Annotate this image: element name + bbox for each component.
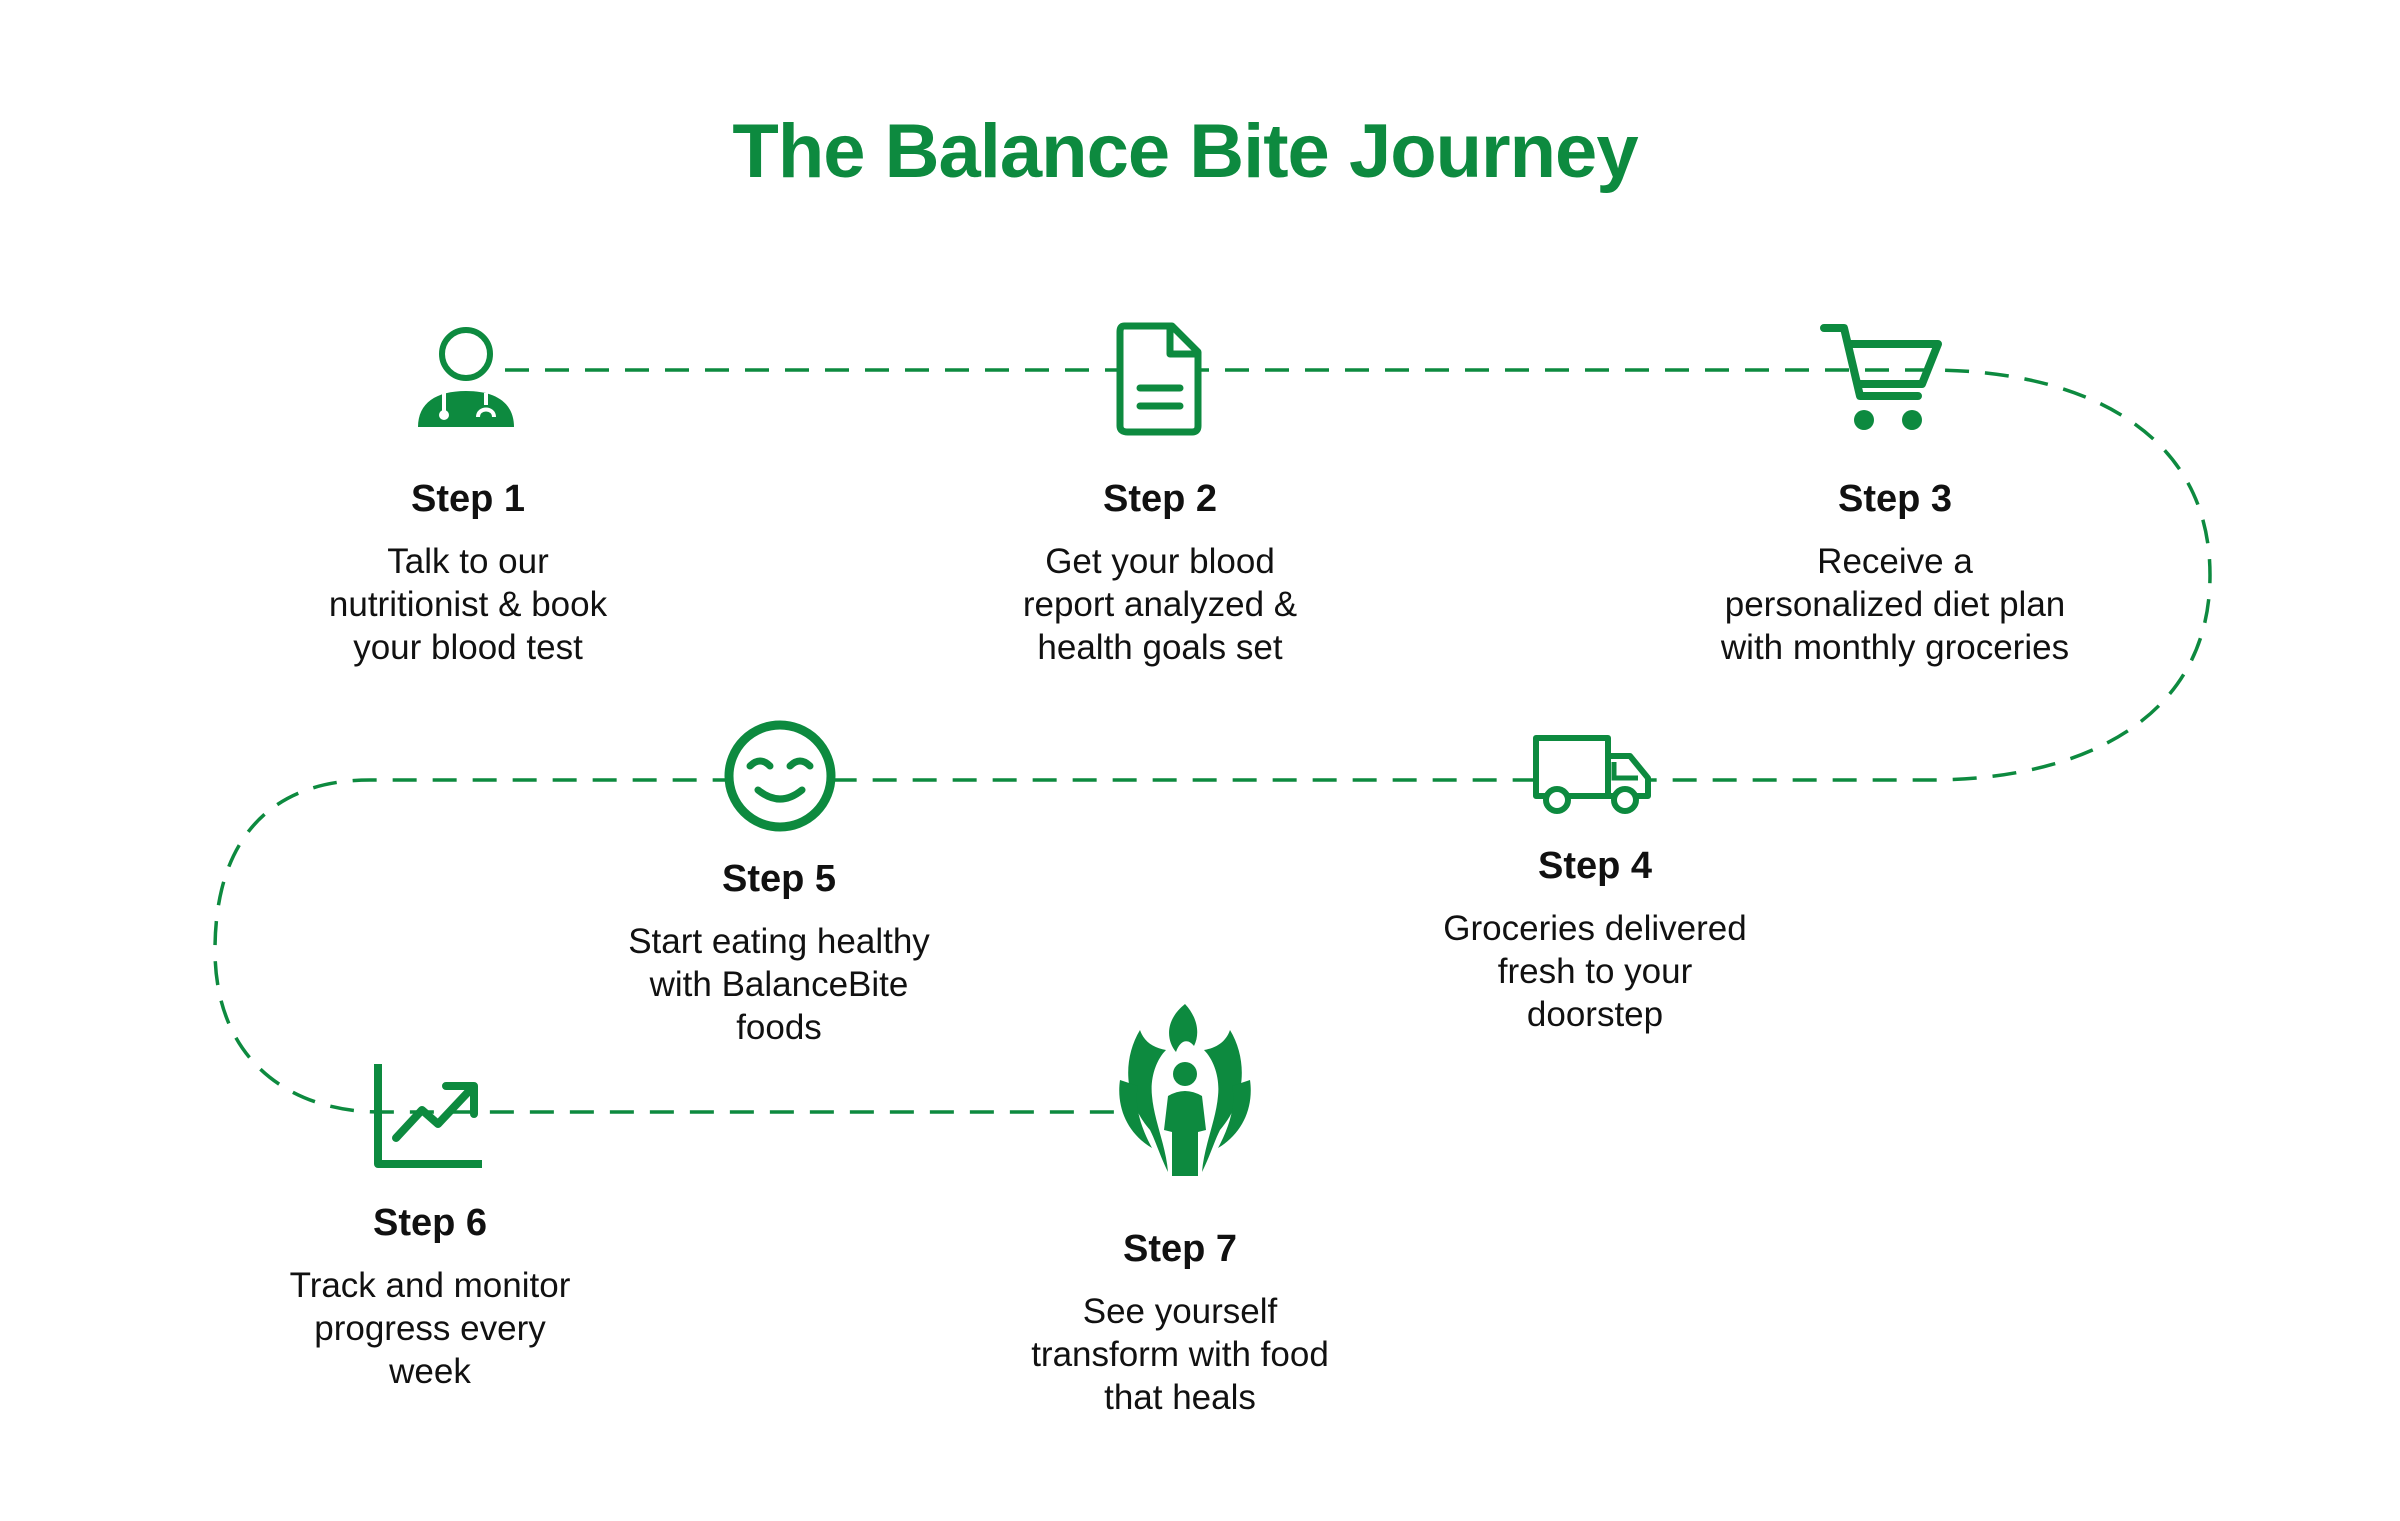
doctor-icon bbox=[418, 327, 514, 427]
document-icon bbox=[1116, 322, 1202, 436]
page-title: The Balance Bite Journey bbox=[732, 109, 1638, 194]
step-title: Step 5 bbox=[721, 858, 837, 900]
step-line: Track and monitor bbox=[289, 1266, 571, 1305]
delivery-truck-icon bbox=[1533, 735, 1651, 814]
step-line: transform with food bbox=[1031, 1335, 1329, 1374]
step-line: report analyzed & bbox=[1022, 585, 1298, 624]
step-7: Step 7 See yourself transform with food … bbox=[930, 1226, 1430, 1419]
progress-chart-icon bbox=[374, 1064, 482, 1168]
step-description: Receive a personalized diet plan with mo… bbox=[1645, 540, 2145, 669]
step-6: Step 6 Track and monitor progress every … bbox=[180, 1200, 680, 1393]
step-line: doorstep bbox=[1526, 995, 1664, 1034]
step-line: Talk to our bbox=[387, 542, 549, 581]
step-line: week bbox=[389, 1352, 471, 1391]
step-1: Step 1 Talk to our nutritionist & book y… bbox=[218, 476, 718, 669]
step-line: that heals bbox=[1104, 1378, 1256, 1417]
step-line: Groceries delivered bbox=[1443, 909, 1747, 948]
step-title: Step 3 bbox=[1837, 478, 1953, 520]
step-4: Step 4 Groceries delivered fresh to your… bbox=[1345, 843, 1845, 1036]
transformation-icon bbox=[1119, 1004, 1251, 1176]
shopping-cart-icon bbox=[1820, 324, 1942, 430]
step-2: Step 2 Get your blood report analyzed & … bbox=[910, 476, 1410, 669]
step-line: Start eating healthy bbox=[628, 922, 930, 961]
step-5: Step 5 Start eating healthy with Balance… bbox=[529, 856, 1029, 1049]
step-line: with monthly groceries bbox=[1720, 628, 2070, 667]
step-line: See yourself bbox=[1082, 1292, 1278, 1331]
step-line: progress every bbox=[314, 1309, 546, 1348]
step-title: Step 7 bbox=[1122, 1228, 1238, 1270]
step-title: Step 6 bbox=[372, 1202, 488, 1244]
step-line: health goals set bbox=[1037, 628, 1283, 667]
step-description: Start eating healthy with BalanceBite fo… bbox=[529, 920, 1029, 1049]
step-line: personalized diet plan bbox=[1724, 585, 2066, 624]
step-line: your blood test bbox=[353, 628, 583, 667]
step-description: Talk to our nutritionist & book your blo… bbox=[218, 540, 718, 669]
step-description: Groceries delivered fresh to your doorst… bbox=[1345, 907, 1845, 1036]
step-line: nutritionist & book bbox=[328, 585, 608, 624]
step-description: Track and monitor progress every week bbox=[180, 1264, 680, 1393]
step-description: See yourself transform with food that he… bbox=[930, 1290, 1430, 1419]
step-description: Get your blood report analyzed & health … bbox=[910, 540, 1410, 669]
step-line: fresh to your bbox=[1497, 952, 1693, 991]
step-line: foods bbox=[736, 1008, 822, 1047]
smiley-face-icon bbox=[724, 720, 836, 832]
step-line: Get your blood bbox=[1045, 542, 1275, 581]
step-line: Receive a bbox=[1817, 542, 1973, 581]
step-line: with BalanceBite bbox=[649, 965, 909, 1004]
step-3: Step 3 Receive a personalized diet plan … bbox=[1645, 476, 2145, 669]
step-title: Step 1 bbox=[410, 478, 526, 520]
step-title: Step 2 bbox=[1102, 478, 1218, 520]
step-title: Step 4 bbox=[1537, 845, 1653, 887]
